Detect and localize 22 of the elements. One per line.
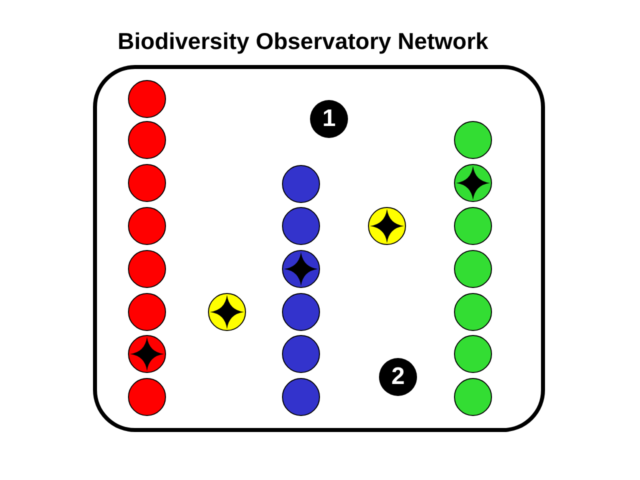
numbered-circle: 2 (379, 358, 417, 396)
numbered-circle: 1 (310, 100, 348, 138)
circle-marker (128, 121, 166, 159)
circle-marker (128, 378, 166, 416)
rounded-frame (93, 65, 545, 432)
circle-marker (282, 293, 320, 331)
circle-marker (128, 250, 166, 288)
circle-marker (282, 335, 320, 373)
circle-marker (128, 80, 166, 118)
circle-marker (454, 121, 492, 159)
circle-marker (128, 207, 166, 245)
title: Biodiversity Observatory Network (116, 28, 490, 55)
circle-marker (282, 165, 320, 203)
circle-marker (454, 250, 492, 288)
circle-marker (128, 164, 166, 202)
circle-marker (454, 293, 492, 331)
circle-marker (282, 378, 320, 416)
circle-marker (282, 207, 320, 245)
circle-marker (454, 335, 492, 373)
circle-marker (454, 378, 492, 416)
circle-marker (454, 207, 492, 245)
circle-marker (128, 293, 166, 331)
